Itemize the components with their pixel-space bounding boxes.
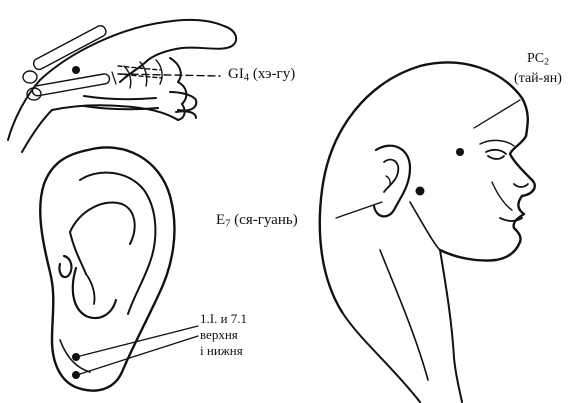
e7-code: E (216, 212, 225, 228)
e7-point-marker (416, 187, 425, 196)
ear-upper-leader-line (80, 326, 198, 356)
hand-bones (23, 24, 162, 100)
gi4-name: (хэ-гу) (253, 66, 295, 82)
pc2-name: (тай-ян) (514, 70, 562, 87)
ear-lower-leader-line (80, 336, 198, 374)
e7-name: (ся-гуань) (234, 212, 298, 228)
ear-points-line-2: верхня (200, 327, 247, 343)
ear-points-label: 1.I. и 7.1 верхня і нижня (200, 311, 247, 359)
head-features (374, 140, 528, 250)
pc2-code: PC (527, 51, 544, 66)
ear-points-line-3: і нижня (200, 343, 247, 359)
gi4-code: GI (228, 66, 244, 82)
ear-illustration-icon (40, 147, 174, 390)
pc2-leader-line (474, 100, 520, 128)
gi4-label: GI4 (хэ-гу) (228, 67, 295, 84)
pc2-point-marker (456, 148, 464, 156)
ear-lower-point-marker (72, 371, 80, 379)
ear-upper-point-marker (72, 353, 80, 361)
e7-code-subscript: 7 (225, 219, 230, 230)
ear-points-line-1: 1.I. и 7.1 (200, 311, 247, 327)
hand-illustration-icon (8, 20, 236, 152)
e7-label: E7 (ся-гуань) (216, 213, 298, 230)
pc2-label: PC2 (тай-ян) (514, 50, 562, 87)
gi4-code-subscript: 4 (244, 73, 249, 84)
pc2-code-subscript: 2 (544, 56, 549, 67)
gi4-point-marker (72, 66, 80, 74)
pc2-code-line: PC2 (514, 50, 562, 70)
